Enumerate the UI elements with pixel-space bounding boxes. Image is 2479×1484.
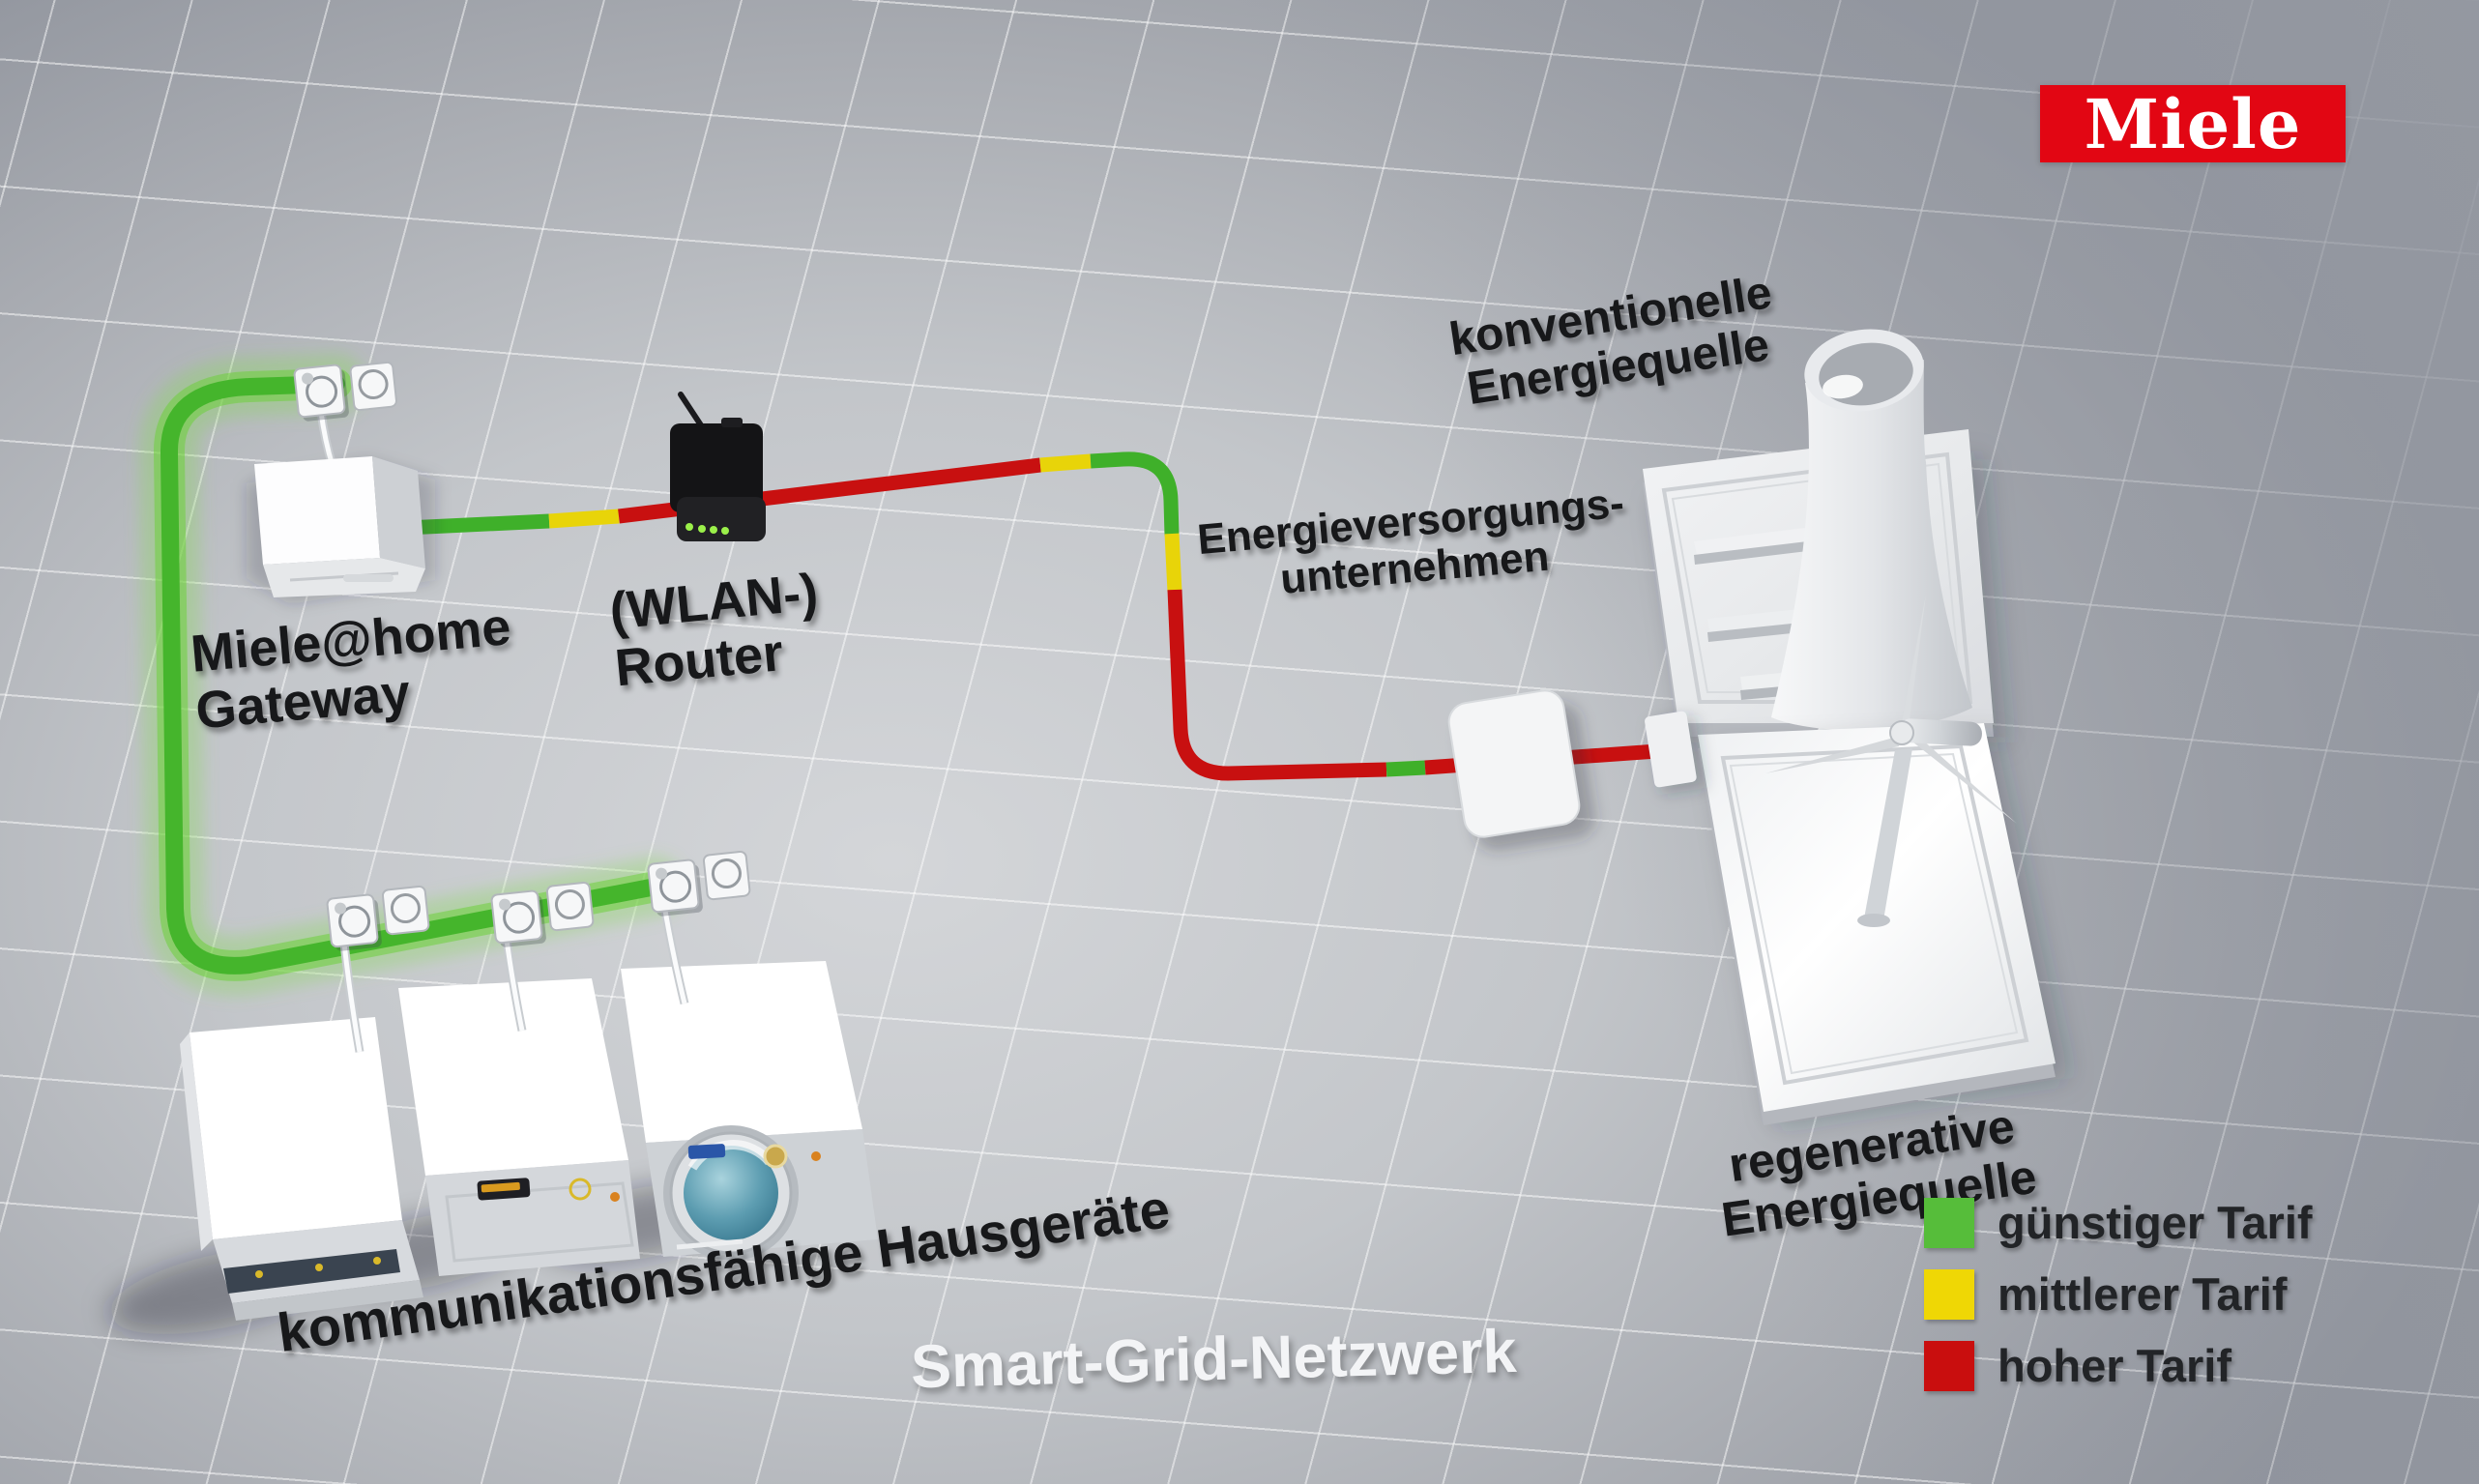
green-glow-loop — [139, 354, 685, 996]
miele-logo-text: Miele — [2084, 83, 2302, 164]
legend-row-high-tariff: hoher Tarif — [1924, 1340, 2313, 1391]
high-tariff-label: hoher Tarif — [1998, 1340, 2231, 1391]
regenerative-plant-platform — [1698, 595, 2069, 1125]
gateway-device — [247, 456, 435, 604]
miele-logo: Miele — [2040, 83, 2346, 164]
legend-row-low-tariff: günstiger Tarif — [1924, 1197, 2313, 1248]
porthole-door-icon — [349, 361, 397, 412]
mid-tariff-swatch-icon — [1924, 1268, 1974, 1320]
wind-turbine-icon — [1765, 595, 2017, 927]
comm-plate-pair — [647, 850, 751, 917]
wlan-router-device — [670, 392, 766, 541]
comm-plate-pair — [326, 885, 430, 951]
tariff-legend: günstiger Tarif mittlerer Tarif hoher Ta… — [1924, 1197, 2313, 1411]
router-led-strip-icon — [685, 523, 729, 535]
cooling-tower-icon — [1771, 329, 1972, 731]
washer-door-icon — [663, 1125, 799, 1261]
utility-meter-device — [1447, 689, 1595, 851]
mid-tariff-label: mittlerer Tarif — [1998, 1268, 2288, 1320]
porthole-door-icon — [381, 885, 430, 936]
conventional-plant-platform — [1643, 329, 2007, 906]
connection-cables — [316, 411, 689, 1053]
appliance-washing-machine — [621, 961, 878, 1261]
comm-plate-pair — [293, 361, 397, 422]
low-tariff-swatch-icon — [1924, 1197, 1974, 1248]
appliance-dishwasher — [180, 1017, 423, 1321]
router-label: (WLAN-) Router — [607, 563, 826, 698]
legend-row-mid-tariff: mittlerer Tarif — [1924, 1268, 2313, 1320]
high-tariff-swatch-icon — [1924, 1340, 1974, 1391]
comm-plate-pair — [490, 881, 595, 947]
porthole-door-icon — [702, 850, 751, 901]
plant-connector — [1645, 711, 1706, 795]
appliance-oven — [398, 978, 640, 1276]
porthole-door-icon — [545, 881, 595, 932]
low-tariff-label: günstiger Tarif — [1998, 1197, 2313, 1248]
